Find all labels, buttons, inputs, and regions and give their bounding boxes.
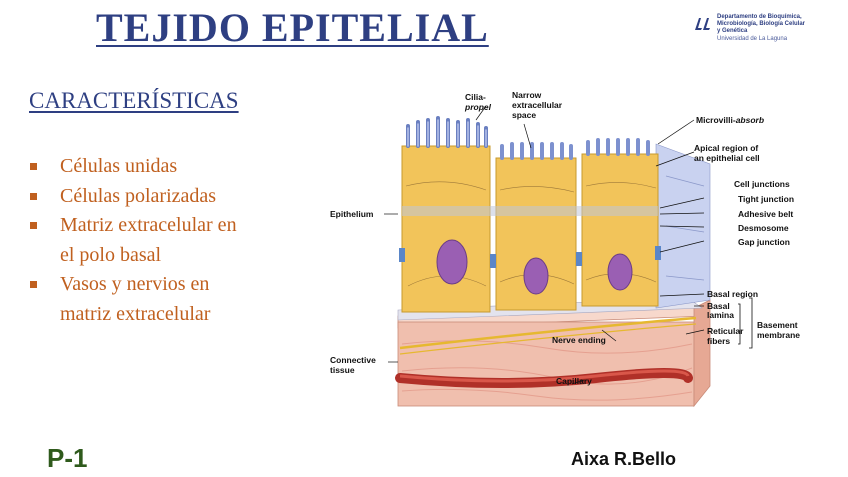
logo-line-2: Microbiología, Biología Celular <box>717 21 805 27</box>
list-item-text: Células unidas <box>60 155 177 177</box>
label-reticular-1: Reticular <box>707 326 744 336</box>
label-cilia: Cilia- <box>465 92 486 102</box>
list-item-text: Células polarizadas <box>60 185 216 207</box>
label-apical-2: an epithelial cell <box>694 153 760 163</box>
department-logo: Departamento de Bioquímica, Microbiologí… <box>693 14 843 54</box>
epithelium-diagram: Cilia- propel Narrow extracellular space… <box>326 86 826 416</box>
connective-tissue-block <box>398 322 694 406</box>
cilia <box>408 118 486 146</box>
logo-university: Universidad de La Laguna <box>717 36 805 43</box>
label-gap-junction: Gap junction <box>738 237 790 247</box>
label-basement-1: Basement <box>757 320 798 330</box>
page-label: P-1 <box>47 443 87 474</box>
cell-nucleus <box>524 258 548 294</box>
label-microvilli-role: absorb <box>736 115 764 125</box>
label-adhesive-belt: Adhesive belt <box>738 209 793 219</box>
label-cilia-role: propel <box>464 102 492 112</box>
list-item: Células unidas <box>28 152 248 182</box>
author-name: Aixa R.Bello <box>571 449 676 470</box>
label-connective-2: tissue <box>330 365 355 375</box>
list-item-text: Vasos y nervios en matriz extracelular <box>60 273 210 325</box>
cell-nucleus <box>608 254 632 290</box>
label-narrow-3: space <box>512 110 536 120</box>
label-microvilli: Microvilli-absorb <box>696 115 764 125</box>
label-tight-junction: Tight junction <box>738 194 794 204</box>
label-epithelium: Epithelium <box>330 209 374 219</box>
list-item: Células polarizadas <box>28 182 248 212</box>
list-item: Matriz extracelular en el polo basal <box>28 211 248 270</box>
label-basement-2: membrane <box>757 330 800 340</box>
label-basal-lamina-2: lamina <box>707 310 734 320</box>
label-basal-region: Basal region <box>707 289 758 299</box>
logo-line-1: Departamento de Bioquímica, <box>717 14 802 20</box>
bullet-icon <box>30 193 37 200</box>
label-cell-junctions: Cell junctions <box>734 179 790 189</box>
list-item-text: Matriz extracelular en el polo basal <box>60 214 237 266</box>
epithelial-cell <box>402 146 490 312</box>
logo-text: Departamento de Bioquímica, Microbiologí… <box>717 14 805 43</box>
label-microvilli-text: Microvilli- <box>696 115 736 125</box>
list-item: Vasos y nervios en matriz extracelular <box>28 270 248 329</box>
label-capillary: Capillary <box>556 376 592 386</box>
label-narrow-2: extracellular <box>512 100 563 110</box>
page-title: TEJIDO EPITELIAL <box>96 4 489 51</box>
characteristics-list: Células unidas Células polarizadas Matri… <box>28 152 248 329</box>
label-apical-1: Apical region of <box>694 143 758 153</box>
label-narrow-1: Narrow <box>512 90 542 100</box>
bullet-icon <box>30 222 37 229</box>
cell-nucleus <box>437 240 467 284</box>
university-logo-icon <box>693 16 715 32</box>
logo-line-3: y Genética <box>717 28 747 34</box>
label-nerve-ending: Nerve ending <box>552 335 606 345</box>
label-desmosome: Desmosome <box>738 223 789 233</box>
label-reticular-2: fibers <box>707 336 730 346</box>
section-title: CARACTERÍSTICAS <box>29 88 239 114</box>
bullet-icon <box>30 163 37 170</box>
bullet-icon <box>30 281 37 288</box>
label-connective-1: Connective <box>330 355 376 365</box>
